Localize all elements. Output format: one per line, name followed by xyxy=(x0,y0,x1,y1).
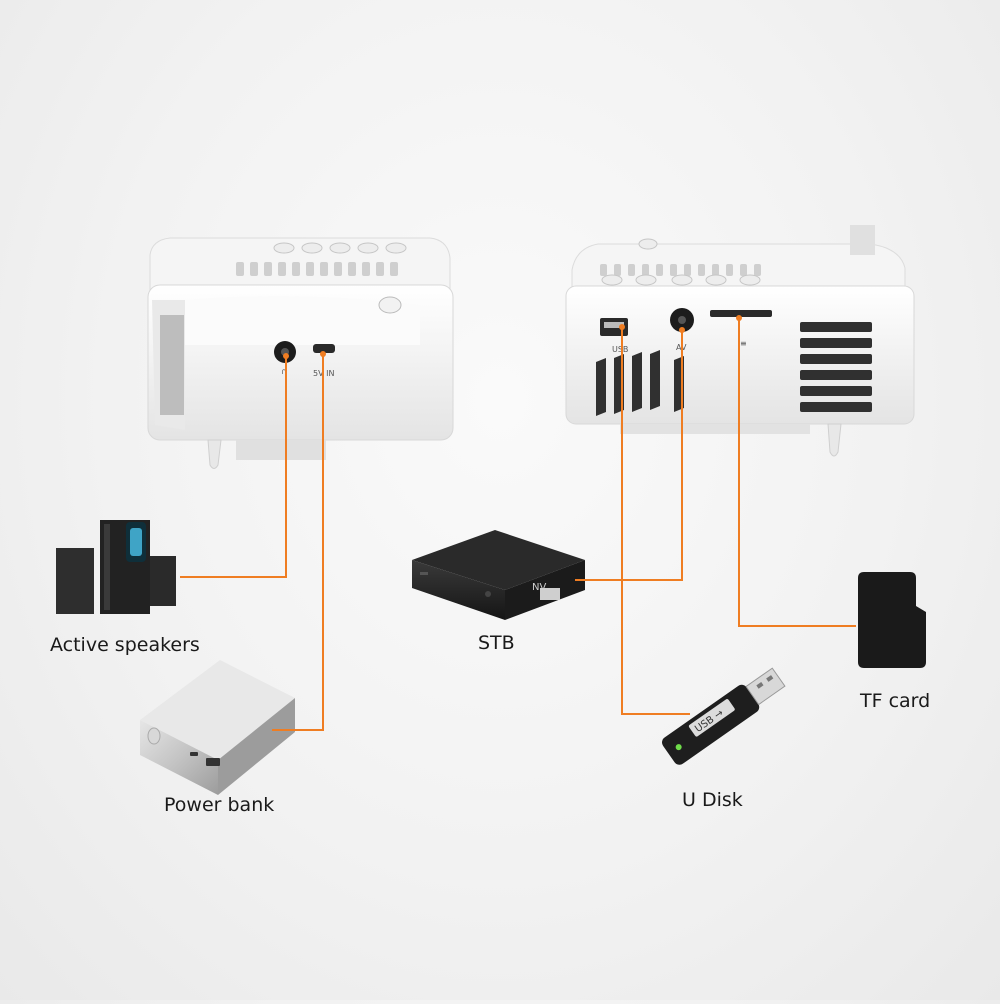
top-vent-left xyxy=(236,262,398,276)
speakers-label: Active speakers xyxy=(50,634,200,656)
side-vent-right xyxy=(800,322,872,412)
line-usb-to-udisk xyxy=(621,327,690,715)
u-disk-icon: USB → xyxy=(662,667,786,765)
connector-ends xyxy=(283,315,742,359)
top-buttons-left xyxy=(273,242,407,254)
usb-port-label: USB xyxy=(612,345,628,354)
power-button-left xyxy=(378,296,402,314)
line-power-to-powerbank xyxy=(272,354,324,731)
power-bank-icon xyxy=(140,660,295,795)
speakers-icon xyxy=(56,520,176,614)
top-vent-right xyxy=(600,264,761,276)
tf-port-label: ≡ xyxy=(740,339,747,348)
stb-icon: NV xyxy=(412,530,585,620)
audio-port-label: ∩ xyxy=(281,367,287,376)
line-audio-to-speakers xyxy=(180,356,287,578)
micro-usb-port xyxy=(313,344,335,353)
power-bank-label: Power bank xyxy=(164,794,275,816)
stb-badge: NV xyxy=(532,582,546,593)
u-disk-label: U Disk xyxy=(682,789,743,811)
line-tf-to-tfcard xyxy=(738,318,856,627)
connector-lines xyxy=(180,318,856,731)
stb-label: STB xyxy=(478,632,515,654)
tf-slot xyxy=(710,310,772,317)
projector-left: ∩ 5V IN xyxy=(147,237,454,469)
tf-card-label: TF card xyxy=(860,690,931,712)
tf-card-icon xyxy=(858,572,926,668)
top-buttons-right xyxy=(601,238,761,286)
line-av-to-stb xyxy=(575,330,683,581)
